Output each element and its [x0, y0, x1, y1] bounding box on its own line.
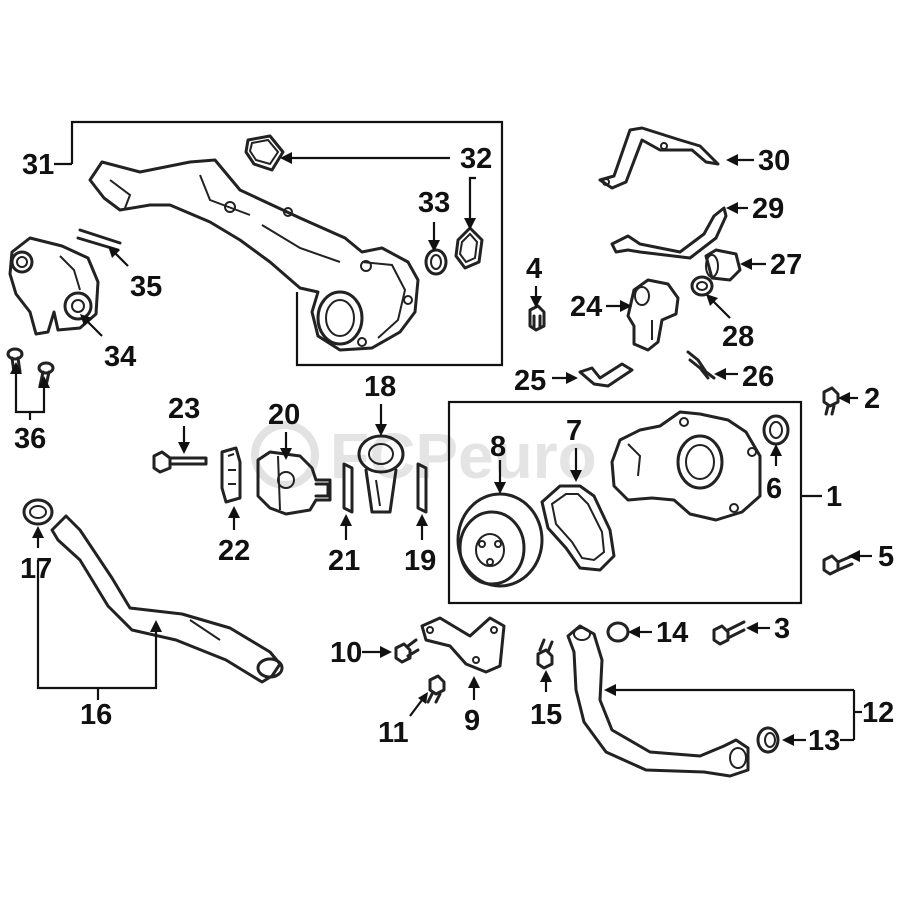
part-19-seal — [416, 462, 428, 514]
callout-4: 4 — [526, 253, 542, 285]
callout-29: 29 — [752, 193, 784, 225]
part-24-connector — [626, 278, 680, 352]
callout-30: 30 — [758, 145, 790, 177]
part-31-outlet-housing — [88, 158, 420, 352]
outlet-housing-group-box — [70, 120, 504, 367]
callout-34: 34 — [104, 341, 136, 373]
part-32-small-gasket — [454, 226, 484, 270]
part-12-pipe — [566, 624, 750, 778]
callout-26: 26 — [742, 361, 774, 393]
part-16-pipe — [50, 514, 284, 684]
callout-14: 14 — [656, 617, 688, 649]
callout-20: 20 — [268, 399, 300, 431]
part-7-gasket — [540, 484, 616, 572]
callout-32: 32 — [460, 143, 492, 175]
part-2-bolt — [822, 386, 840, 416]
callout-17: 17 — [20, 553, 52, 585]
callout-13: 13 — [808, 725, 840, 757]
callout-21: 21 — [328, 545, 360, 577]
callout-1: 1 — [826, 481, 842, 513]
callout-31: 31 — [22, 149, 54, 181]
part-20-pump — [256, 450, 332, 516]
callout-19: 19 — [404, 545, 436, 577]
callout-22: 22 — [218, 535, 250, 567]
part-6-o-ring — [762, 414, 790, 446]
callout-7: 7 — [566, 415, 582, 447]
callout-11: 11 — [378, 717, 409, 749]
part-13-o-ring — [756, 726, 780, 754]
callout-labels: 31 32 33 35 34 36 4 24 25 26 27 28 29 30… — [14, 143, 894, 757]
callout-8: 8 — [490, 431, 506, 463]
callout-33: 33 — [418, 187, 450, 219]
part-32-gasket — [244, 134, 285, 172]
leader-lines — [10, 152, 872, 746]
part-15-bolt — [536, 638, 554, 670]
part-26-clip — [686, 350, 716, 380]
water-pump-group-box — [447, 400, 803, 605]
part-17-o-ring — [22, 498, 54, 526]
part-5-bolt — [822, 554, 854, 576]
part-28-o-ring — [690, 275, 714, 297]
callout-9: 9 — [464, 705, 480, 737]
callout-5: 5 — [878, 541, 894, 573]
watermark-text: FCPeuro — [330, 420, 597, 492]
callout-36: 36 — [14, 423, 46, 455]
callout-25: 25 — [514, 365, 546, 397]
callout-16: 16 — [80, 699, 112, 731]
part-14-o-ring — [606, 621, 630, 643]
part-10-bolt — [394, 638, 420, 664]
callout-2: 2 — [864, 383, 880, 415]
part-35-hose — [76, 228, 122, 252]
part-27-fitting — [704, 248, 742, 282]
part-30-bracket — [598, 126, 720, 190]
part-34-thermostat-housing — [8, 236, 100, 336]
part-25-clip — [578, 362, 634, 388]
part-1-pump-housing — [610, 410, 762, 522]
part-23-bolt — [152, 450, 208, 474]
callout-24: 24 — [570, 291, 602, 323]
callout-12: 12 — [862, 697, 894, 729]
callout-23: 23 — [168, 393, 200, 425]
part-22-gasket — [220, 446, 242, 504]
part-29-bracket — [610, 206, 728, 260]
part-4-bolt — [528, 304, 546, 332]
callout-6: 6 — [766, 473, 782, 505]
part-33-o-ring — [424, 248, 448, 276]
part-9-bracket — [420, 616, 506, 674]
callout-3: 3 — [774, 613, 790, 645]
part-8-pulley — [456, 492, 544, 588]
part-11-bolt — [426, 674, 446, 704]
callout-18: 18 — [364, 371, 396, 403]
part-21-seal — [342, 462, 354, 514]
callout-15: 15 — [530, 699, 562, 731]
watermark-logo: FCPeuro — [251, 420, 597, 492]
callout-27: 27 — [770, 249, 802, 281]
callout-35: 35 — [130, 271, 162, 303]
callout-10: 10 — [330, 637, 362, 669]
part-3-bolt — [712, 620, 746, 646]
callout-28: 28 — [722, 321, 754, 353]
